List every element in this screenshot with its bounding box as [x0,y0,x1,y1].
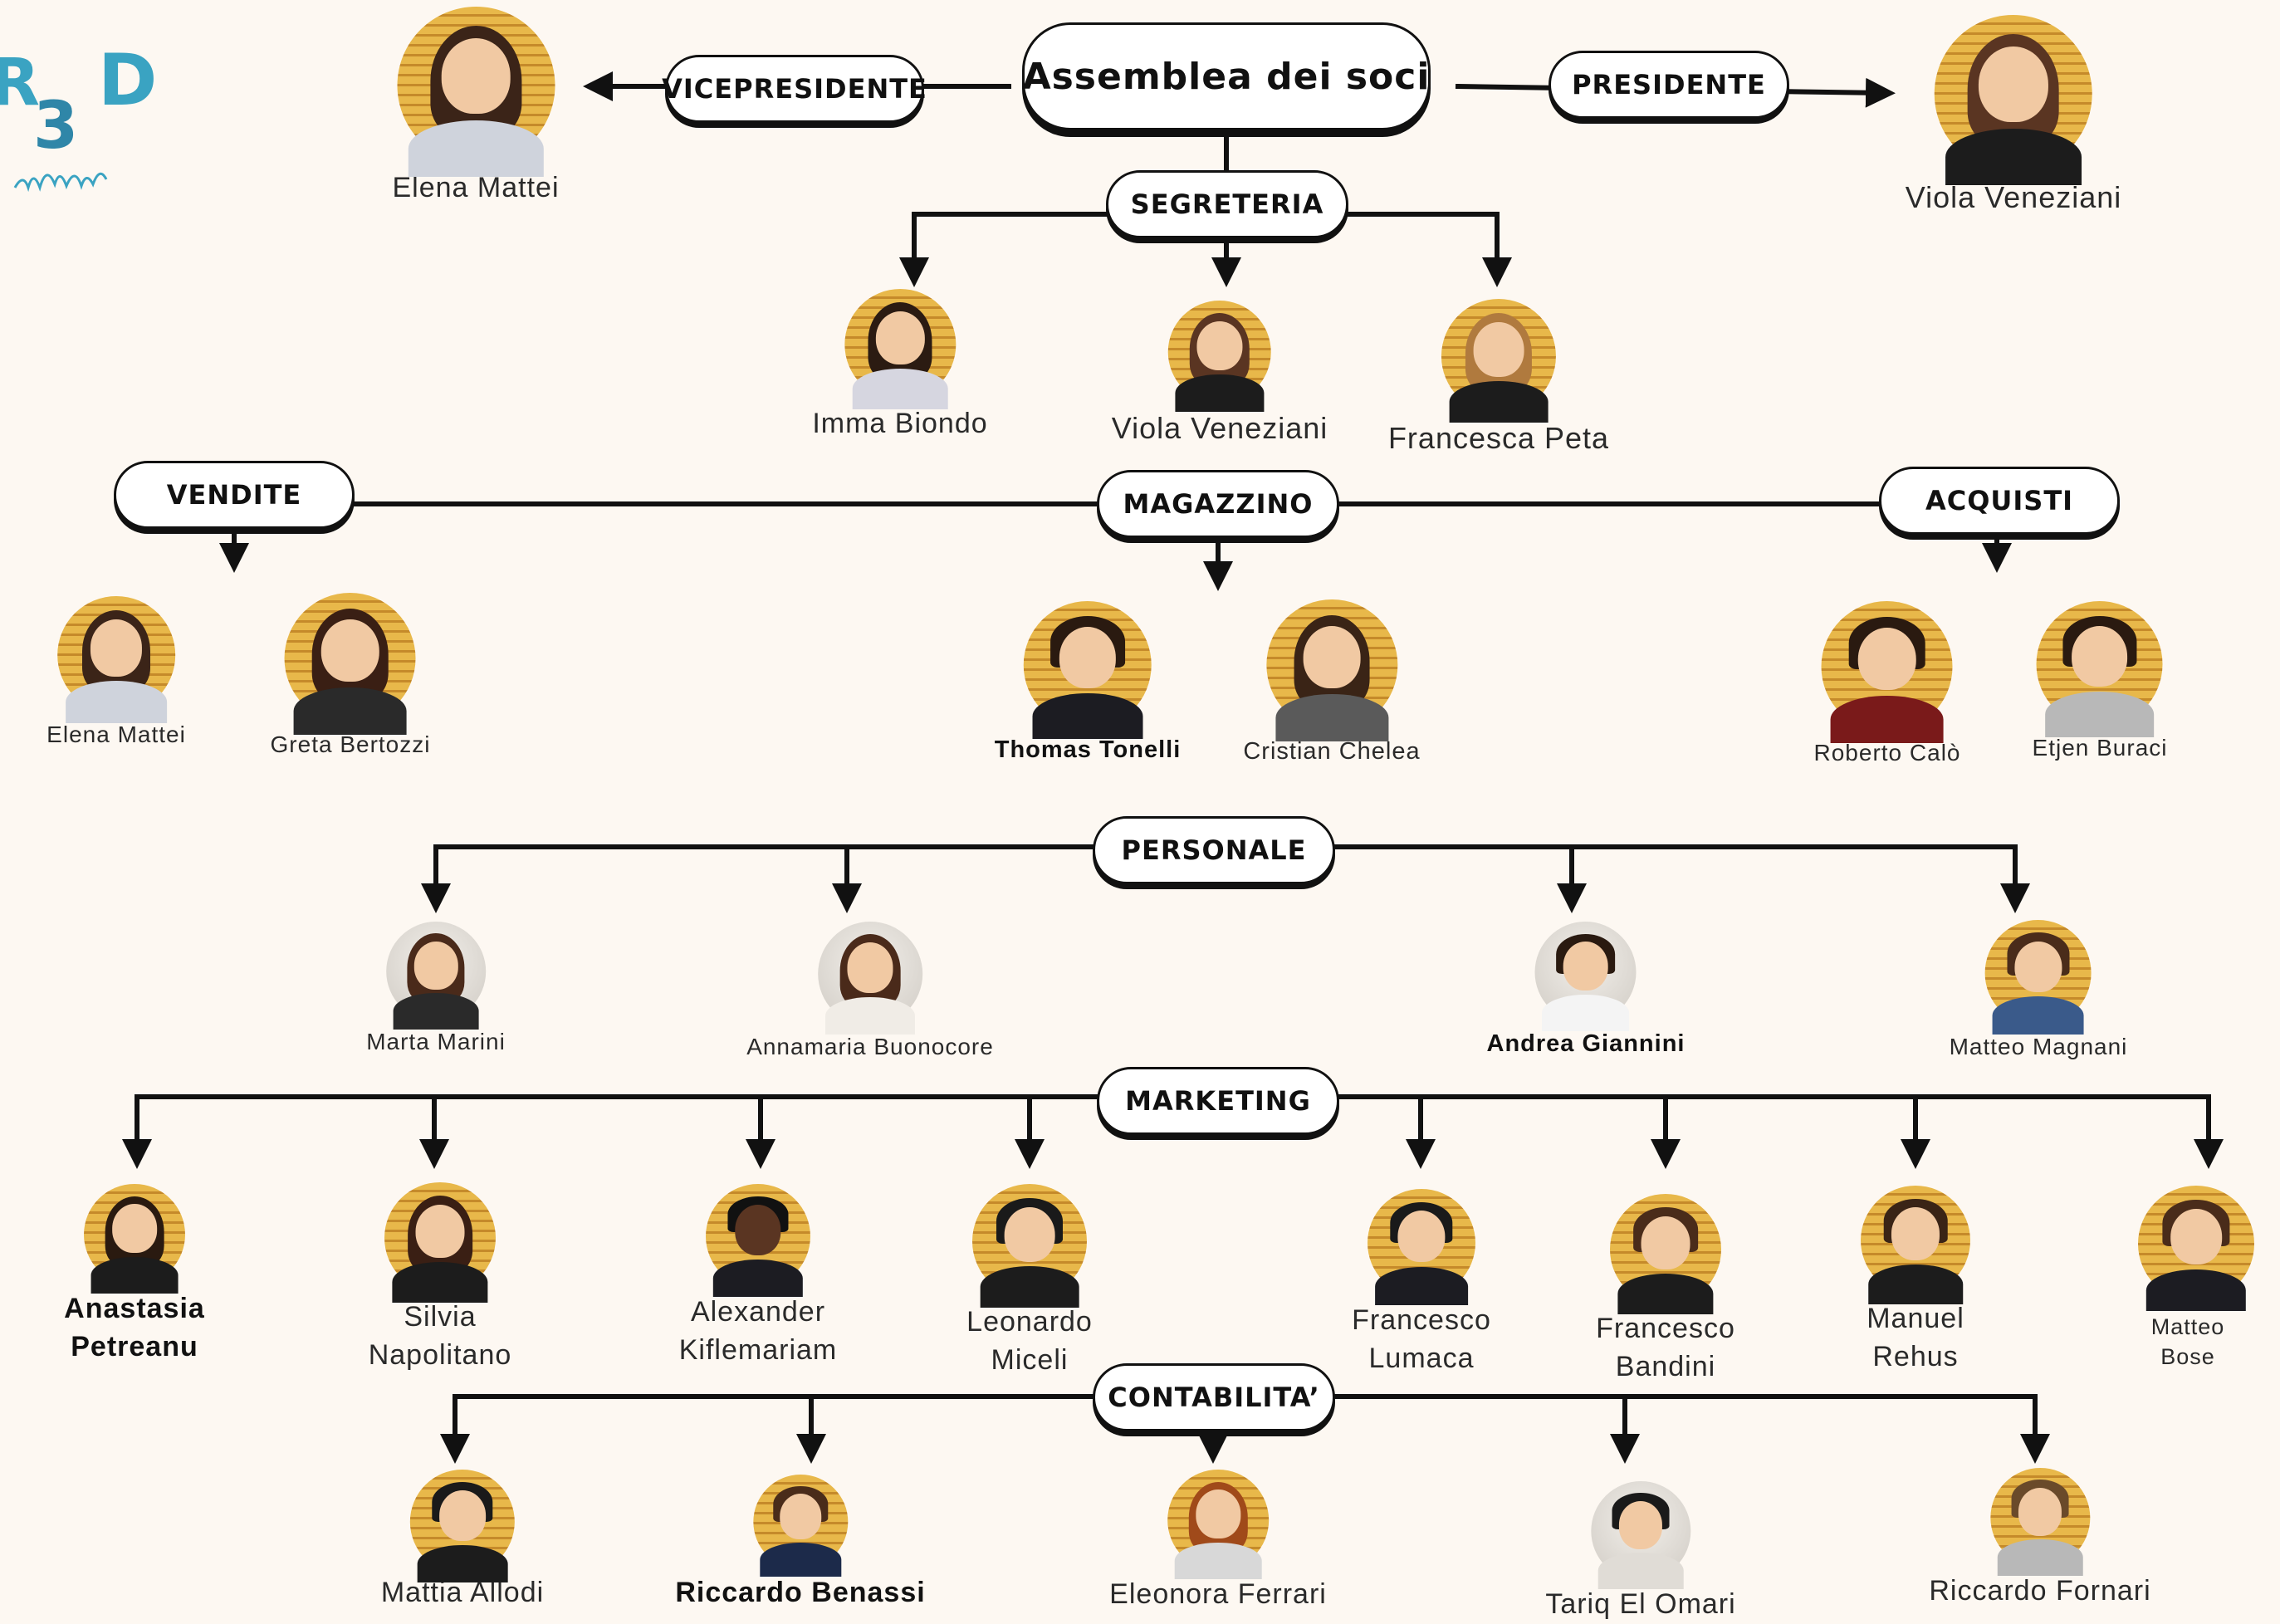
person-card: Viola Veneziani [1906,15,2122,218]
person-card: Francesco Lumaca [1326,1189,1517,1378]
svg-text:R: R [0,46,40,120]
portrait-avatar [1368,1189,1475,1306]
portrait-avatar [1935,15,2092,186]
person-card: Etjen Buraci [2033,601,2168,764]
person-card: Annamaria Buonocore [746,922,994,1063]
portrait-avatar [1821,601,1953,743]
portrait-avatar [818,922,922,1035]
portrait-avatar [56,596,175,724]
portrait-avatar [1534,922,1637,1031]
person-card: Greta Bertozzi [271,593,431,761]
person-card: Anastasia Petreanu [27,1184,242,1367]
portrait-avatar [706,1184,810,1298]
svg-text:D: D [98,39,157,122]
person-name: Eleonora Ferrari [1109,1578,1327,1610]
person-card: Marta Marini [366,922,506,1058]
svg-text:3: 3 [33,89,78,164]
person-card: Matteo Bose [2138,1186,2254,1372]
portrait-avatar [1591,1481,1690,1589]
assemblea-dei-soci-node: Assemblea dei soci [1022,22,1431,130]
portrait-avatar [1265,599,1397,741]
person-name: Riccardo Benassi [675,1577,926,1608]
person-name: Cristian Chelea [1243,738,1421,765]
person-card: Tariq El Omari [1545,1481,1735,1624]
person-name: Anastasia Petreanu [64,1293,205,1362]
person-name: Matteo Bose [2150,1314,2225,1370]
person-card: Thomas Tonelli [995,601,1182,766]
person-name: Manuel Rehus [1867,1303,1964,1372]
person-card: Leonardo Miceli [938,1184,1121,1380]
vicepresidente-node: VICEPRESIDENTE [662,55,927,123]
person-name: Greta Bertozzi [270,731,431,757]
person-card: Matteo Magnani [1950,920,2128,1063]
portrait-avatar [1023,601,1152,740]
person-card: Viola Veneziani [1112,301,1328,449]
portrait-avatar [1984,920,2092,1035]
person-card: Riccardo Fornari [1929,1468,2150,1611]
portrait-avatar [1990,1468,2090,1576]
person-name: Silvia Napolitano [368,1301,512,1371]
presidente-node: PRESIDENTE [1549,51,1789,119]
person-name: Thomas Tonelli [994,736,1182,763]
person-name: Francesca Peta [1387,421,1610,455]
portrait-avatar [752,1475,848,1578]
portrait-avatar [1167,1470,1269,1579]
person-name: Francesco Bandini [1596,1313,1735,1382]
portrait-avatar [1441,299,1556,423]
portrait-avatar [84,1184,185,1294]
portrait-avatar [972,1184,1087,1308]
portrait-avatar [386,922,486,1030]
portrait-avatar [284,593,416,735]
person-name: Matteo Magnani [1949,1034,2128,1059]
personale-node: PERSONALE [1093,816,1335,884]
portrait-avatar [397,7,555,178]
portrait-avatar [2138,1186,2254,1312]
person-card: Eleonora Ferrari [1109,1470,1327,1614]
contabilita-node: CONTABILITA’ [1093,1363,1335,1431]
person-name: Viola Veneziani [1111,411,1328,445]
portrait-avatar [1168,301,1271,412]
person-card: Andrea Giannini [1487,922,1686,1060]
person-name: Riccardo Fornari [1929,1575,2151,1607]
person-card: Mattia Allodi [381,1470,544,1612]
magazzino-node: MAGAZZINO [1097,470,1339,538]
person-card: Francesco Bandini [1570,1194,1761,1387]
person-card: Elena Mattei [393,7,560,208]
person-name: Elena Mattei [392,172,560,203]
acquisti-node: ACQUISTI [1879,467,2120,535]
portrait-avatar [1861,1186,1970,1304]
portrait-avatar [2037,601,2163,738]
portrait-avatar [1610,1194,1721,1314]
person-name: Marta Marini [366,1029,506,1054]
portrait-avatar [844,289,956,409]
r3d-logo: R 3 D [0,39,157,193]
person-card: Francesca Peta [1388,299,1609,459]
person-card: Roberto Calò [1814,601,1961,769]
segreteria-node: SEGRETERIA [1106,170,1348,238]
person-card: Alexander Kiflemariam [650,1184,866,1370]
person-name: Tariq El Omari [1545,1588,1736,1620]
person-name: Alexander Kiflemariam [678,1296,838,1366]
person-card: Cristian Chelea [1243,599,1420,768]
person-card: Manuel Rehus [1832,1186,1999,1377]
person-name: Etjen Buraci [2032,735,2168,761]
person-name: Andrea Giannini [1486,1030,1686,1057]
person-name: Imma Biondo [812,408,988,439]
person-name: Viola Veneziani [1905,180,2122,214]
person-card: Imma Biondo [812,289,987,443]
portrait-avatar [409,1470,515,1583]
person-name: Francesco Lumaca [1352,1304,1491,1374]
person-name: Elena Mattei [46,722,186,747]
marketing-node: MARKETING [1097,1067,1339,1135]
person-name: Roberto Calò [1813,740,1961,766]
vendite-node: VENDITE [114,461,355,529]
person-card: Silvia Napolitano [332,1182,548,1375]
person-card: Elena Mattei [46,596,186,751]
person-name: Annamaria Buonocore [746,1034,994,1059]
person-name: Leonardo Miceli [966,1306,1093,1376]
person-card: Riccardo Benassi [675,1475,925,1612]
portrait-avatar [384,1182,496,1303]
